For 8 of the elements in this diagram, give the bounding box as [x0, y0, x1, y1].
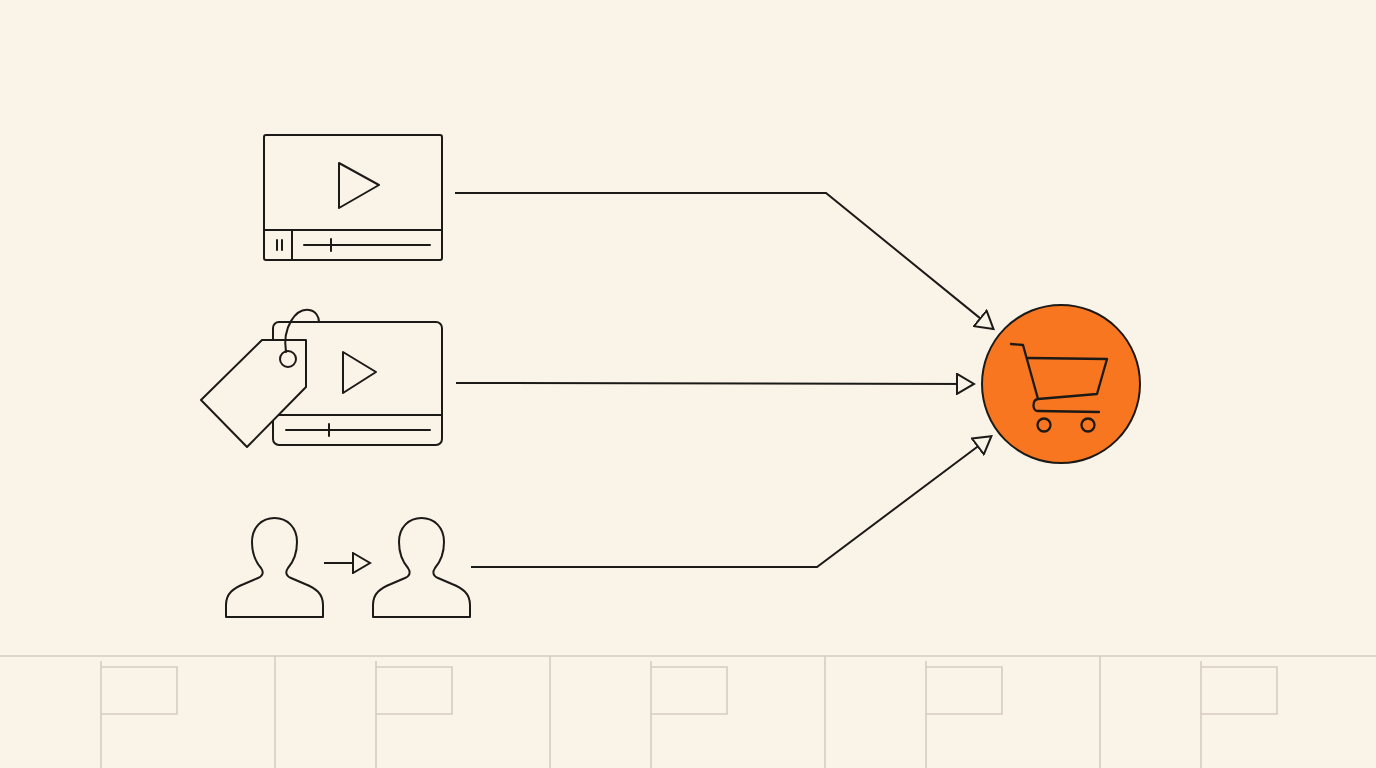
arrow [454, 192, 995, 331]
person-silhouette [372, 517, 471, 619]
person-silhouette [225, 517, 324, 619]
arrow [470, 435, 993, 568]
tagged-video-picture [200, 307, 444, 450]
arrow [323, 552, 371, 574]
video-player-picture [263, 134, 443, 261]
arrow [455, 372, 975, 395]
